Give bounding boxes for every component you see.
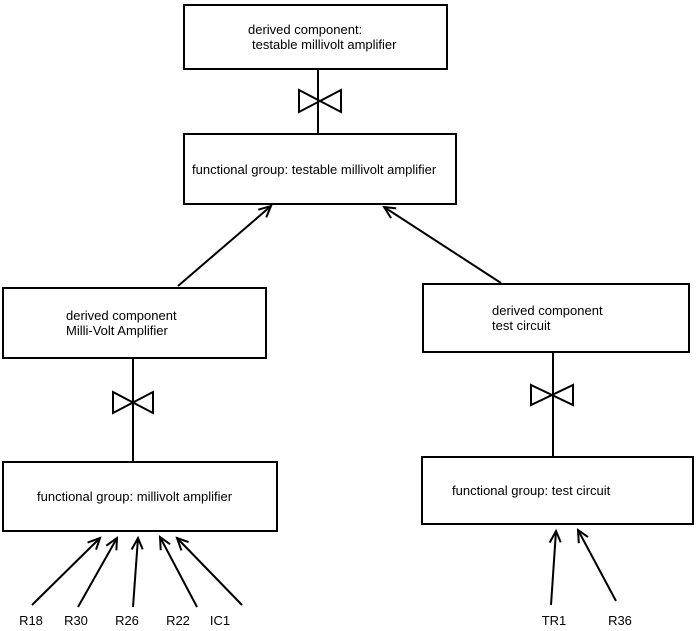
leaf-label-ic1[interactable]: IC1 (209, 613, 231, 628)
bowtie-icon (298, 88, 342, 114)
node-label: functional group: testable millivolt amp… (192, 161, 437, 177)
leaf-label-tr1[interactable]: TR1 (541, 613, 567, 628)
arrow-r22 (160, 537, 198, 608)
arrow-r30 (77, 538, 117, 608)
arrow-r26 (133, 538, 138, 608)
node-derived-component-testable-millivolt-amplifier[interactable]: derived component: testable millivolt am… (183, 4, 448, 70)
node-label-line1: derived component (66, 308, 177, 323)
leaf-label-r18[interactable]: R18 (19, 613, 43, 628)
node-functional-group-test-circuit[interactable]: functional group: test circuit (421, 456, 694, 525)
arrow-tr1 (551, 531, 556, 606)
arrow-right-derived-to-top-functional (384, 207, 502, 284)
leaf-label-r22[interactable]: R22 (166, 613, 190, 628)
node-label: functional group: test circuit (452, 483, 611, 498)
connector-right-derived-to-right-functional (530, 353, 574, 456)
node-derived-component-milli-volt-amplifier[interactable]: derived component Milli-Volt Amplifier (2, 287, 267, 359)
node-label-line1: derived component: (248, 22, 363, 37)
bowtie-icon (112, 390, 154, 415)
leaf-label-r30[interactable]: R30 (64, 613, 88, 628)
arrow-left-derived-to-top-functional (177, 206, 271, 287)
node-label-line2: test circuit (492, 318, 551, 333)
arrow-r36 (578, 530, 617, 602)
node-functional-group-testable-millivolt-amplifier[interactable]: functional group: testable millivolt amp… (183, 133, 457, 205)
bowtie-icon (530, 383, 574, 407)
leaf-label-r26[interactable]: R26 (115, 613, 139, 628)
node-label-line2: Milli-Volt Amplifier (66, 323, 168, 338)
node-label: functional group: millivolt amplifier (37, 489, 233, 504)
node-label-line1: derived component (492, 303, 603, 318)
connector-top-derived-to-top-functional (298, 70, 342, 133)
node-label-line2: testable millivolt amplifier (252, 37, 397, 52)
node-derived-component-test-circuit[interactable]: derived component test circuit (422, 283, 690, 353)
connector-left-derived-to-left-functional (112, 359, 154, 461)
leaf-label-r36[interactable]: R36 (608, 613, 632, 628)
arrow-ic1 (177, 538, 243, 606)
node-functional-group-millivolt-amplifier[interactable]: functional group: millivolt amplifier (2, 461, 278, 532)
arrow-r18 (31, 538, 100, 606)
